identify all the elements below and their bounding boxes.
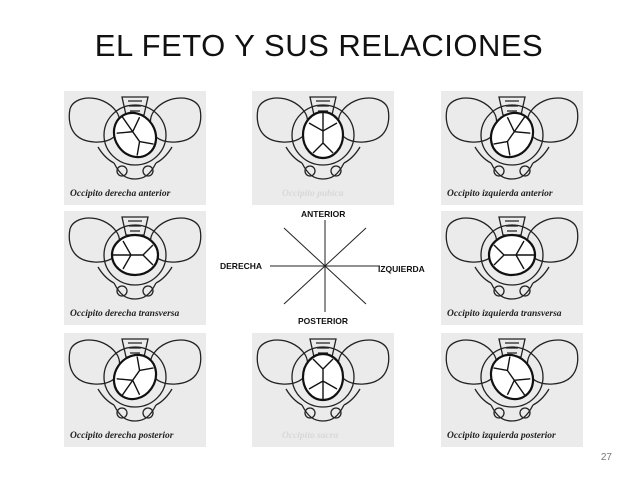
panel-occipito-sacra: Occipito sacra <box>252 333 394 447</box>
pelvis-illustration <box>68 216 202 300</box>
pelvis-illustration <box>445 338 579 422</box>
direction-posterior: POSTERIOR <box>298 316 349 326</box>
panel-occipito-izquierda-posterior: Occipito izquierda posterior <box>441 333 583 447</box>
panel-caption: Occipito derecha transversa <box>70 309 180 319</box>
pelvis-illustration <box>445 216 579 300</box>
panel-occipito-izquierda-anterior: Occipito izquierda anterior <box>441 91 583 205</box>
direction-izquierda: IZQUIERDA <box>378 264 425 274</box>
panel-occipito-pubica: Occipito pubica <box>252 91 394 205</box>
panel-occipito-derecha-transversa: Occipito derecha transversa <box>64 211 206 325</box>
pelvis-illustration <box>256 96 390 180</box>
pelvis-illustration <box>68 96 202 180</box>
pelvis-illustration <box>445 96 579 180</box>
panel-caption: Occipito derecha anterior <box>70 189 171 199</box>
pelvis-illustration <box>68 338 202 422</box>
pelvis-illustration <box>256 338 390 422</box>
compass-lines <box>270 220 380 312</box>
panel-caption: Occipito izquierda posterior <box>447 431 556 441</box>
panel-caption: Occipito izquierda transversa <box>447 309 562 319</box>
panel-occipito-derecha-anterior: Occipito derecha anterior <box>64 91 206 205</box>
panel-caption: Occipito derecha posterior <box>70 431 174 441</box>
panel-occipito-izquierda-transversa: Occipito izquierda transversa <box>441 211 583 325</box>
slide-title: EL FETO Y SUS RELACIONES <box>94 28 544 63</box>
page-number: 27 <box>600 452 612 463</box>
direction-anterior: ANTERIOR <box>301 209 346 219</box>
direction-derecha: DERECHA <box>220 261 263 271</box>
panel-caption: Occipito izquierda anterior <box>447 189 553 199</box>
panel-caption: Occipito sacra <box>282 431 339 441</box>
panel-caption: Occipito pubica <box>282 189 344 199</box>
panel-occipito-derecha-posterior: Occipito derecha posterior <box>64 333 206 447</box>
orientation-compass: ANTERIOR POSTERIOR DERECHA IZQUIERDA <box>200 200 450 340</box>
